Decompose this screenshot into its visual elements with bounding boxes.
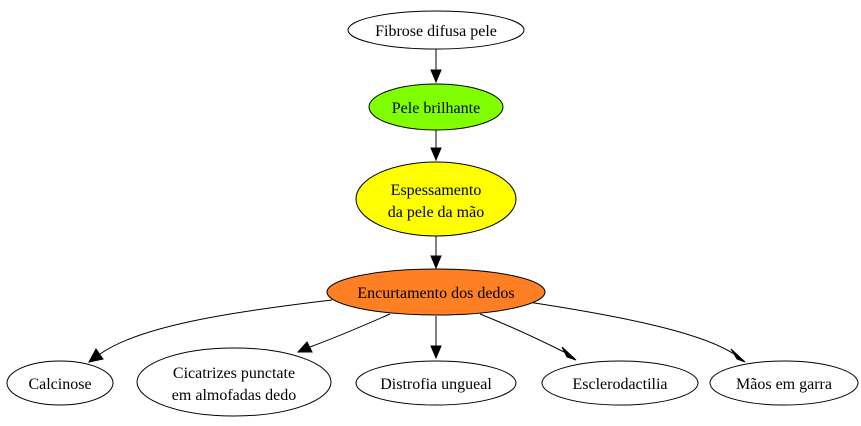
node-calcinose: Calcinose — [6, 360, 114, 406]
node-cicatrizes-line2: em almofadas dedo — [172, 387, 296, 404]
node-calcinose-shape — [6, 360, 114, 406]
node-calcinose-label: Calcinose — [28, 376, 91, 393]
node-distrofia-label: Distrofia ungueal — [380, 376, 492, 393]
node-fibrose-label: Fibrose difusa pele — [375, 23, 497, 40]
node-maos-shape — [709, 360, 859, 406]
node-esclerodactilia: Esclerodactilia — [541, 360, 699, 406]
node-esclerodactilia-label: Esclerodactilia — [572, 376, 667, 393]
node-encurtamento-label: Encurtamento dos dedos — [357, 285, 514, 302]
node-cicatrizes: Cicatrizes punctate em almofadas dedo — [136, 347, 332, 417]
node-fibrose-difusa-pele: Fibrose difusa pele — [347, 10, 525, 50]
node-pele-brilhante: Pele brilhante — [368, 83, 504, 131]
edges — [88, 48, 746, 363]
edge-fibrose-to-pele-brilhante — [430, 48, 442, 84]
edge-encurtamento-to-maos — [527, 301, 746, 363]
node-espessamento-line2: da pele da mão — [388, 204, 484, 221]
node-distrofia-shape — [355, 360, 517, 406]
edge-espessamento-to-encurtamento — [430, 236, 442, 270]
node-esclerodactilia-shape — [541, 360, 699, 406]
node-fibrose-shape — [347, 10, 525, 50]
node-cicatrizes-shape — [136, 347, 332, 417]
node-distrofia-ungueal: Distrofia ungueal — [355, 360, 517, 406]
edge-encurtamento-to-calcinose — [88, 299, 333, 363]
node-cicatrizes-line1: Cicatrizes punctate — [173, 365, 295, 382]
node-espessamento-line1: Espessamento — [391, 182, 482, 199]
nodes: Fibrose difusa pele Pele brilhante Espes… — [6, 10, 859, 417]
node-encurtamento-dos-dedos: Encurtamento dos dedos — [326, 268, 546, 316]
edge-encurtamento-to-esclerodactilia — [479, 313, 577, 361]
node-maos-em-garra: Mãos em garra — [709, 360, 859, 406]
node-espessamento: Espessamento da pele da mão — [355, 161, 517, 237]
node-pele-brilhante-label: Pele brilhante — [392, 100, 480, 117]
node-maos-label: Mãos em garra — [736, 376, 832, 393]
node-espessamento-shape — [355, 161, 517, 237]
node-encurtamento-shape — [326, 268, 546, 316]
node-pele-brilhante-shape — [368, 83, 504, 131]
edge-encurtamento-to-cicatrizes — [296, 313, 391, 353]
edge-encurtamento-to-distrofia — [430, 316, 442, 360]
edge-pele-brilhante-to-espessamento — [430, 129, 442, 162]
